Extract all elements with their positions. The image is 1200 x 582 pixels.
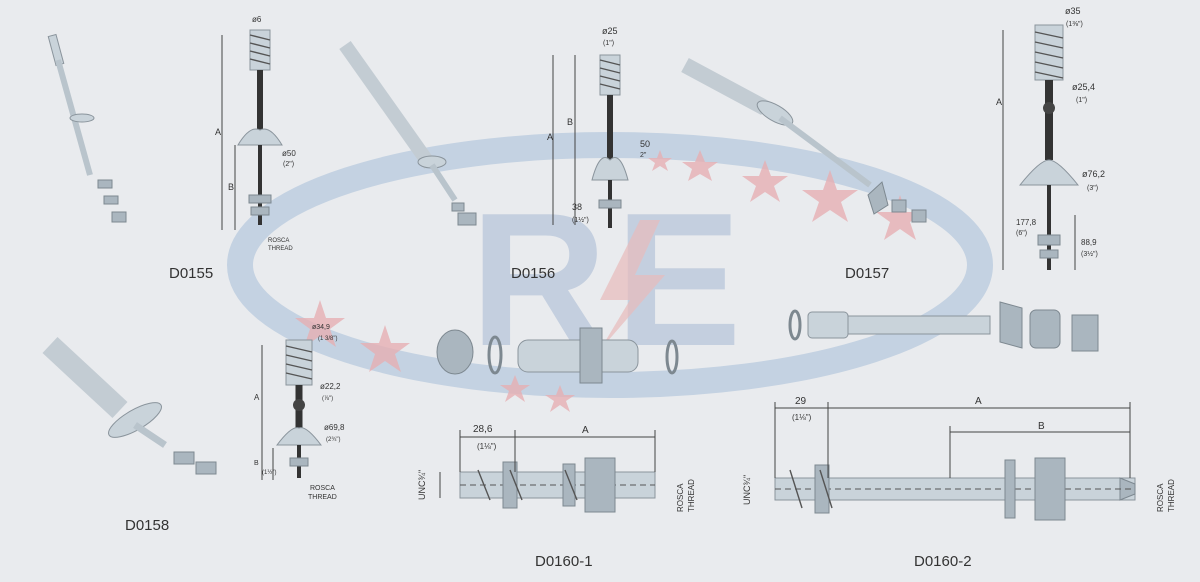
- d0156-drawing: A B ø25 (1") 50 2" 38 (1½"): [547, 26, 650, 228]
- d0158-dim-top: ø34,9: [312, 324, 330, 331]
- d0156-dim-38-in: (1½"): [572, 216, 589, 224]
- d0160-1-dim-w: 28,6: [473, 424, 493, 435]
- d0158-dim-b: B: [254, 460, 259, 467]
- d0156-dim-a: A: [547, 132, 553, 142]
- d0155-thread: THREAD: [268, 246, 293, 252]
- d0160-1-dim-w-in: (1⅛"): [477, 442, 497, 451]
- d0157-photo: [681, 57, 927, 223]
- d0156-dim-50: 50: [640, 139, 650, 149]
- d0158-thread: THREAD: [308, 494, 337, 501]
- d0155-dim-a: A: [215, 127, 221, 137]
- d0157-dim-mid: ø25,4: [1072, 82, 1095, 92]
- d0160-2-drawing: 29 (1⅛") A B UNC¾" ROSCA THREAD: [742, 396, 1176, 521]
- d0160-2-dim-w: 29: [795, 396, 807, 407]
- d0155-dim-dia-in: (2"): [283, 161, 294, 168]
- d0160-1-code: D0160-1: [535, 553, 593, 570]
- d0156-dim-50-in: 2": [640, 152, 647, 159]
- d0158-dim-dia-in: (2¾"): [326, 437, 340, 443]
- d0160-2-photo: [788, 301, 1099, 352]
- d0158-dim-top-in: (1 3/8"): [318, 336, 337, 342]
- d0155-dim-b: B: [228, 182, 234, 192]
- d0157-code: D0157: [845, 265, 889, 282]
- d0155-drawing: A B ø6 ø50 (2") ROSCA THREAD: [215, 15, 296, 252]
- d0160-1-unc: UNC¾": [417, 470, 427, 500]
- d0160-2-code: D0160-2: [914, 553, 972, 570]
- d0160-1-dim-a: A: [582, 425, 589, 436]
- d0158-drawing: A B (1½") ø34,9 (1 3/8") ø22,2 (⅞") ø69,…: [254, 324, 345, 501]
- d0157-dim-dia-in: (3"): [1087, 185, 1098, 192]
- d0157-dim-mid-in: (1"): [1076, 97, 1087, 104]
- d0158-dim-mid: ø22,2: [320, 382, 341, 391]
- d0157-dim-top-in: (1⅜"): [1066, 21, 1083, 28]
- d0160-2-thread: THREAD: [1167, 479, 1176, 512]
- d0160-2-rosca: ROSCA: [1156, 483, 1165, 512]
- d0158-photo: [42, 336, 217, 475]
- d0160-1-thread: THREAD: [687, 479, 696, 512]
- d0160-2-dim-b: B: [1038, 421, 1045, 432]
- d0158-dim-mid-in: (⅞"): [322, 396, 333, 402]
- d0155-rosca: ROSCA: [268, 238, 289, 244]
- d0156-code: D0156: [511, 265, 555, 282]
- d0155-code: D0155: [169, 265, 213, 282]
- d0160-1-rosca: ROSCA: [676, 483, 685, 512]
- d0160-2-dim-w-in: (1⅛"): [792, 413, 812, 422]
- d0156-photo: [339, 40, 477, 226]
- d0158-dim-b-in: (1½"): [262, 469, 276, 476]
- d0157-dim-l2-in: (3½"): [1081, 250, 1098, 258]
- d0156-dim-top-in: (1"): [603, 40, 614, 47]
- d0157-dim-dia: ø76,2: [1082, 169, 1105, 179]
- d0157-dim-l2: 88,9: [1081, 238, 1097, 247]
- d0156-dim-top: ø25: [602, 26, 618, 36]
- d0158-rosca: ROSCA: [310, 485, 335, 492]
- d0157-dim-top: ø35: [1065, 6, 1081, 16]
- d0157-drawing: A ø35 (1⅜") ø25,4 (1") ø76,2 (3") 177,8 …: [996, 6, 1105, 270]
- d0157-dim-a: A: [996, 97, 1002, 107]
- d0156-dim-b: B: [567, 117, 573, 127]
- d0157-dim-l1: 177,8: [1016, 218, 1037, 227]
- d0155-dim-dia: ø50: [282, 149, 296, 158]
- d0157-dim-l1-in: (6"): [1016, 230, 1027, 237]
- d0155-photo: [47, 33, 127, 223]
- d0158-dim-dia: ø69,8: [324, 423, 345, 432]
- d0156-dim-38: 38: [572, 202, 582, 212]
- d0158-dim-a: A: [254, 393, 260, 402]
- d0160-2-dim-a: A: [975, 396, 982, 407]
- d0160-2-unc: UNC¾": [742, 475, 752, 505]
- d0160-1-photo: [436, 327, 679, 384]
- d0158-code: D0158: [125, 517, 169, 534]
- d0155-dim-top: ø6: [252, 15, 262, 24]
- d0160-1-drawing: 28,6 (1⅛") A UNC¾" ROSCA THREAD: [417, 424, 696, 513]
